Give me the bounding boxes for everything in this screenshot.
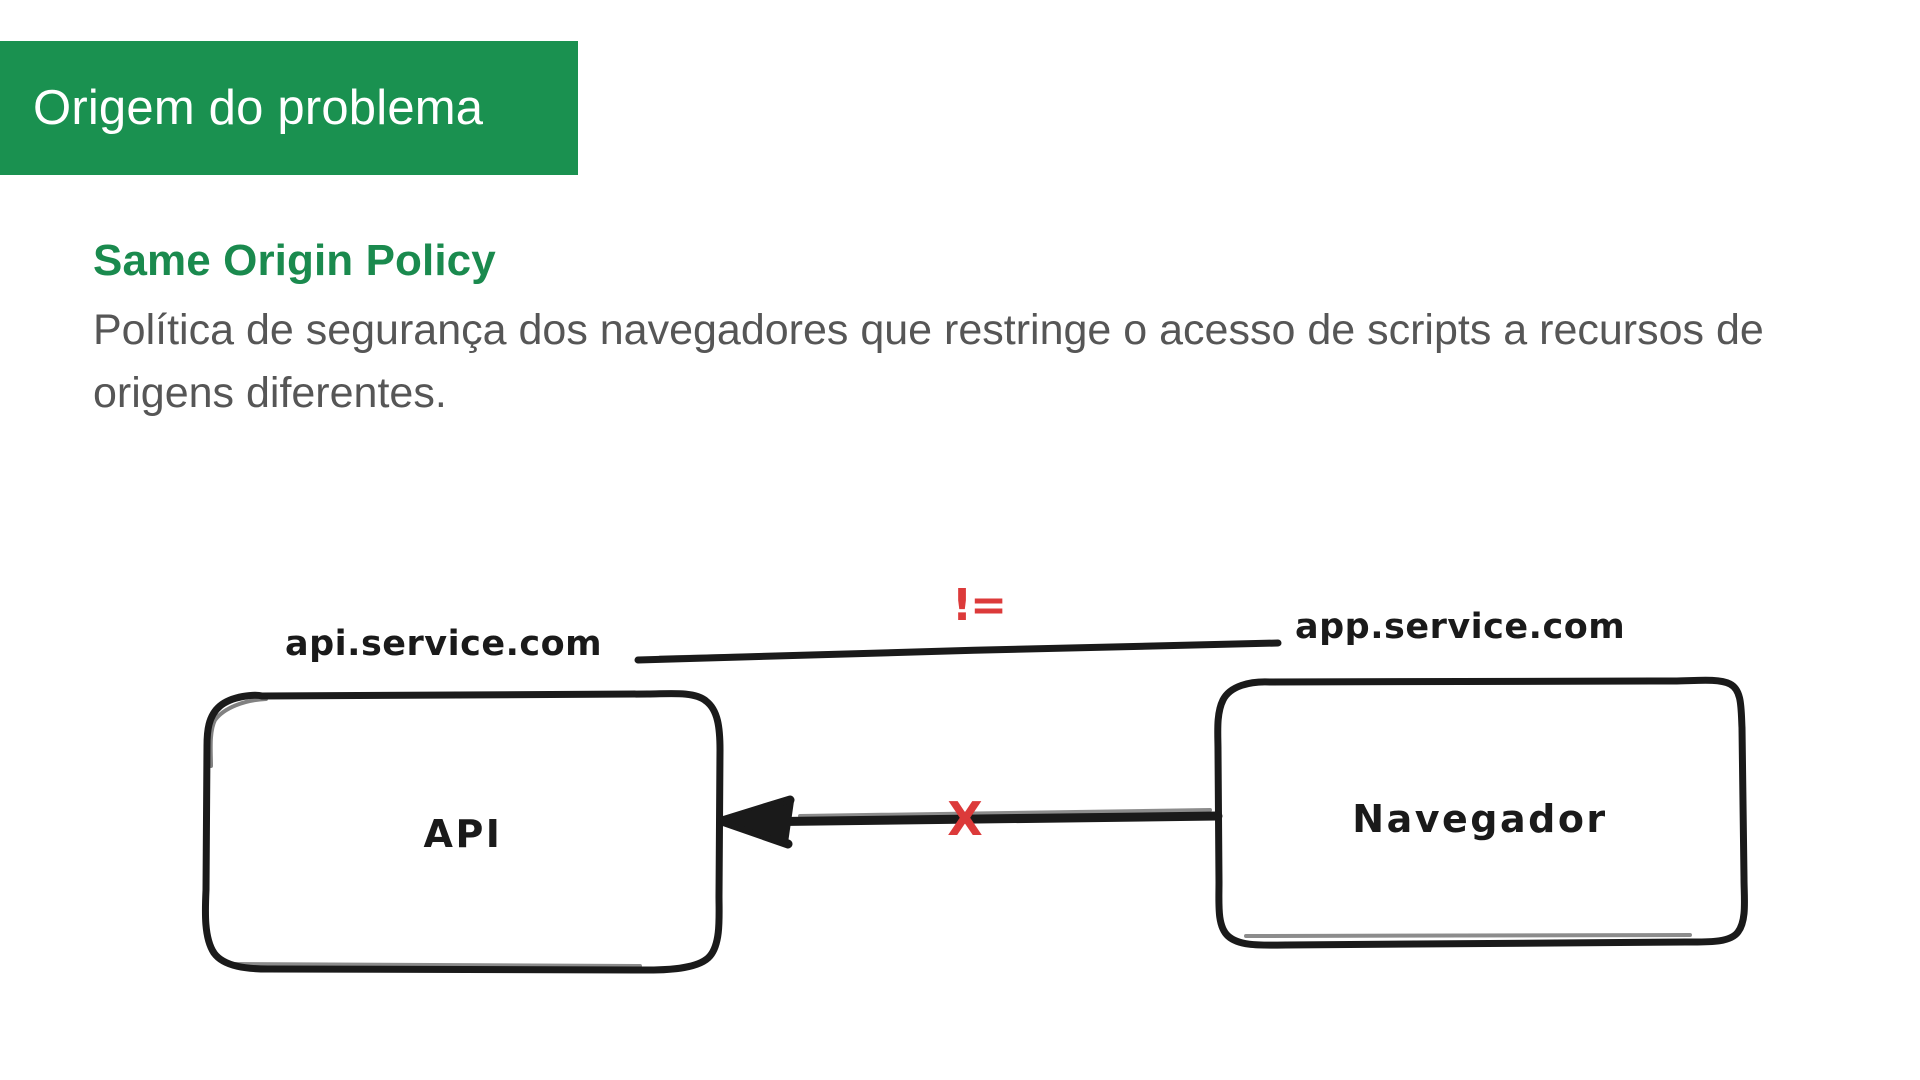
arrow-shaft-sketch (798, 808, 1212, 818)
api-box-outline (201, 690, 724, 974)
content-block: Same Origin Policy Política de segurança… (93, 236, 1853, 425)
browser-origin-label: app.service.com (1295, 607, 1625, 647)
api-node-label: API (424, 812, 503, 856)
api-origin-label: api.service.com (285, 624, 602, 664)
arrow-head-fill (720, 799, 794, 845)
node-browser[interactable]: Navegador (1214, 676, 1748, 949)
arrow-shaft (740, 811, 1223, 827)
header-banner: Origem do problema (0, 41, 578, 175)
browser-box-outline (1214, 676, 1748, 949)
api-box-sketch-overlay (208, 697, 268, 768)
not-equal-annotation: != (952, 580, 1005, 631)
api-box-sketch-overlay-2 (228, 962, 642, 968)
comparison-line (634, 639, 1282, 664)
section-subheading: Same Origin Policy (93, 236, 496, 285)
browser-box-sketch-overlay (1244, 933, 1692, 938)
node-api[interactable]: API (201, 690, 724, 974)
blocked-x-annotation: X (947, 792, 982, 846)
section-paragraph: Política de segurança dos navegadores qu… (93, 306, 1764, 418)
blocked-request-arrow (717, 795, 1223, 849)
origin-comparison-connector (634, 639, 1282, 664)
browser-node-label: Navegador (1352, 797, 1607, 841)
page-title: Origem do problema (33, 80, 484, 135)
same-origin-policy-diagram: API Navegador api.service.com app.servic… (0, 560, 1920, 1020)
comparison-line-sketch (658, 642, 1264, 659)
diagram-canvas: API Navegador api.service.com app.servic… (201, 580, 1748, 974)
